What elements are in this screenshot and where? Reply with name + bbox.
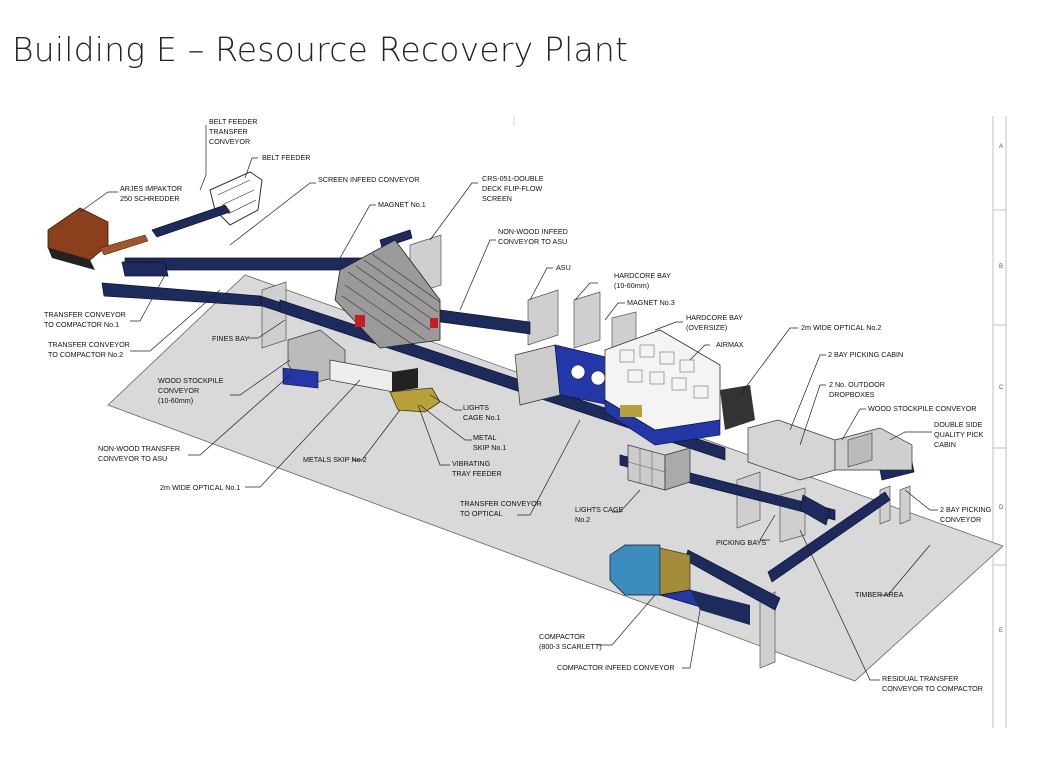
label-timber-area: TIMBER AREA [855,590,904,599]
label-magnet1: MAGNET No.1 [378,200,426,209]
label-metals-skip2: METALS SKIP No.2 [303,455,367,464]
fines-bay-equipment [282,329,418,396]
grid-ref-a: A [999,144,1003,150]
compactor [609,544,750,625]
label-belt-feeder-transfer: BELT FEEDER TRANSFER CONVEYOR [209,117,259,146]
label-picking-bay-conv: 2 BAY PICKING CONVEYOR [940,505,993,524]
grid-ref-d: D [999,505,1004,511]
label-screen-infeed: SCREEN INFEED CONVEYOR [318,175,419,184]
label-airmax: AIRMAX [716,340,744,349]
label-crs: CRS-051-DOUBLE DECK FLIP-FLOW SCREEN [482,174,546,203]
label-hardcore-bay: HARDCORE BAY (10-60mm) [614,271,673,290]
label-transfer-optical: TRANSFER CONVEYOR TO OPTICAL [460,499,544,518]
label-lights-cage1: LIGHTS CAGE No.1 [463,403,501,422]
arjes-shredder [47,207,149,270]
label-transfer-comp1: TRANSFER CONVEYOR TO COMPACTOR No.1 [44,310,128,329]
label-double-side: DOUBLE SIDE QUALITY PICK CABIN [934,420,985,449]
grid-ref-b: B [999,264,1003,270]
label-picking-bays: PICKING BAYS [716,538,766,547]
label-optical2: 2m WIDE OPTICAL No.2 [801,323,881,332]
label-residual: RESIDUAL TRANSFER CONVEYOR TO COMPACTOR [882,674,983,693]
label-fines-bay: FINES BAY [212,334,249,343]
label-magnet3: MAGNET No.3 [627,298,675,307]
label-dropboxes: 2 No. OUTDOOR DROPBOXES [829,380,887,399]
label-optical1: 2m WIDE OPTICAL No.1 [160,483,240,492]
lights-cage-2 [627,444,691,491]
label-arjes: ARJES IMPAKTOR 250 SCHREDDER [120,184,184,203]
label-hardcore-oversize: HARDCORE BAY (OVERSIZE) [686,313,745,332]
label-asu: ASU [556,263,571,272]
label-compactor-infeed: COMPACTOR INFEED CONVEYOR [557,663,675,672]
label-nonwood-transfer: NON-WOOD TRANSFER CONVEYOR TO ASU [98,444,182,463]
label-vibrating: VIBRATING TRAY FEEDER [452,459,502,478]
label-wood-stockpile: WOOD STOCKPILE CONVEYOR (10-60mm) [158,376,225,405]
grid-ref-c: C [999,385,1004,391]
label-nonwood-infeed: NON-WOOD INFEED CONVEYOR TO ASU [498,227,570,246]
callout-labels: BELT FEEDER TRANSFER CONVEYOR BELT FEEDE… [44,117,993,693]
grid-reference-border: A B C D E [513,116,1007,728]
crs-screen [334,239,441,349]
grid-ref-e: E [999,628,1003,634]
label-metal-skip1: METAL SKIP No.1 [473,433,506,452]
label-transfer-comp2: TRANSFER CONVEYOR TO COMPACTOR No.2 [48,340,132,359]
label-compactor: COMPACTOR (800-3 SCARLETT) [539,632,602,651]
label-belt-feeder: BELT FEEDER [262,153,310,162]
label-wood-stockpile-conv: WOOD STOCKPILE CONVEYOR [868,404,977,413]
label-lights-cage2: LIGHTS CAGE No.2 [575,505,625,524]
page-title: Building E – Resource Recovery Plant [12,30,629,69]
belt-feeder [209,171,263,226]
asu-optical-block [514,329,755,446]
metal-skip [389,387,441,413]
leader-lines [79,125,938,681]
label-picking-cabin: 2 BAY PICKING CABIN [828,350,903,359]
